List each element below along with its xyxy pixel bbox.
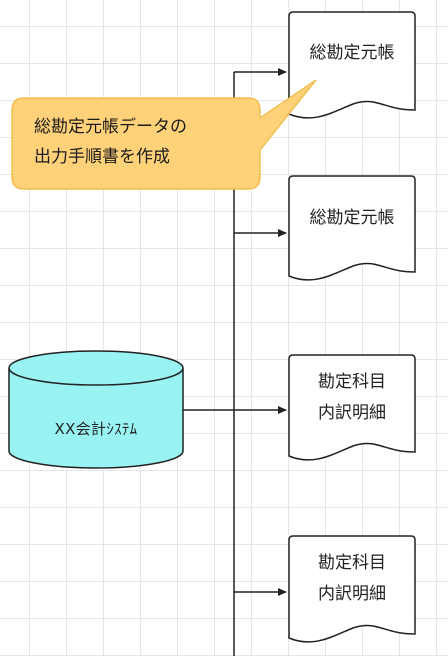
database-cylinder[interactable] (8, 350, 184, 469)
documents (288, 11, 416, 643)
document-shape-2[interactable] (288, 175, 416, 281)
document-4-label-line-1: 勘定科目 (318, 553, 386, 573)
callout-text-line-2: 出力手順書を作成 (34, 147, 170, 167)
database-top (8, 350, 184, 386)
document-1-label: 総勘定元帳 (309, 43, 395, 63)
document-shape-3[interactable] (288, 354, 416, 461)
document-2-label: 総勘定元帳 (309, 208, 395, 228)
document-3-label-line-1: 勘定科目 (318, 372, 386, 392)
document-4-label-line-2: 内訳明細 (318, 584, 386, 604)
document-shape-4[interactable] (288, 535, 416, 643)
callout-bubble[interactable] (11, 79, 317, 190)
document-shape-1[interactable] (288, 11, 416, 119)
callout-text-line-1: 総勘定元帳データの (34, 117, 187, 137)
database-body (8, 368, 184, 469)
callout-shape (11, 79, 317, 190)
database-label: XX会計ｼｽﾃﾑ (54, 420, 138, 438)
document-3-label-line-2: 内訳明細 (318, 403, 386, 423)
